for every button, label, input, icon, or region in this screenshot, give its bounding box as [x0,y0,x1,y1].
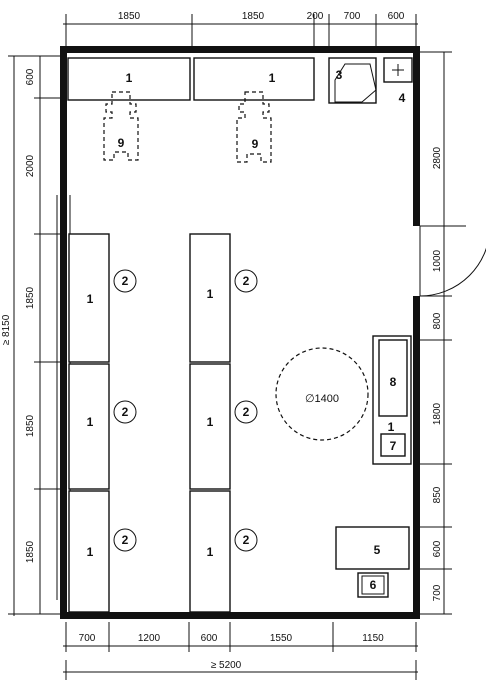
dimension-bottom: 700 1200 600 1550 1150 ≥ 5200 [63,622,418,680]
chair-label: 6 [370,578,377,592]
marker-left-2 [113,400,137,424]
basin: 4 [383,57,413,105]
marker-mid-2 [234,400,258,424]
desk: 5 [335,526,410,570]
stool-right-label: 9 [252,137,259,151]
marker-mid-3-label: 2 [243,533,250,547]
dimension-right: 2800 1000 800 1800 850 600 700 [418,51,452,615]
dim-right-5: 850 [432,486,443,503]
dim-left-1: 600 [25,68,36,85]
dim-bottom-3: 600 [201,633,218,644]
dim-top-1: 1850 [118,11,141,22]
turning-circle-outline [275,347,369,441]
table-mid-2-label: 1 [207,415,214,429]
dim-right-6: 600 [432,540,443,557]
wall-bottom [60,612,420,619]
cabinet-small-box [380,433,406,457]
dim-top-4: 700 [344,11,361,22]
basin-label: 4 [399,91,406,105]
wall-right-lower [413,296,420,619]
table-left-3 [68,490,110,613]
dim-right-3: 800 [432,312,443,329]
stool-right-outline [236,91,272,163]
dim-left-2: 2000 [25,154,36,177]
table-top-right-label: 1 [269,71,276,85]
dim-right-2: 1000 [432,249,443,272]
dim-left-3: 1850 [25,286,36,309]
table-left-1-label: 1 [87,292,94,306]
dim-total-height: ≥ 8150 [1,314,12,345]
dim-bottom-5: 1150 [362,633,384,644]
table-top-left [67,57,191,101]
dim-left-4: 1850 [25,414,36,437]
marker-mid-1 [234,269,258,293]
stool-left-outline [103,91,139,161]
table-left-1 [68,233,110,363]
dim-top-5: 600 [388,11,405,22]
cabinet-small-label: 7 [390,439,397,453]
table-mid-1-label: 1 [207,287,214,301]
chair-inner [361,575,385,595]
marker-mid-1-label: 2 [243,274,250,288]
dim-right-7: 700 [432,584,443,601]
dim-bottom-4: 1550 [270,633,293,644]
table-left-2 [68,363,110,490]
dim-left-5: 1850 [25,540,36,563]
middle-column-tables: 1 1 1 [189,233,231,613]
cabinet-label: 8 [390,375,397,389]
sink-unit: 3 [328,57,377,104]
cabinet-table-label: 1 [388,420,395,434]
table-mid-3-label: 1 [207,545,214,559]
marker-left-1 [113,269,137,293]
dim-top-3: 200 [307,11,324,22]
desk-box [335,526,410,570]
dim-total-width: ≥ 5200 [211,660,242,671]
sink-unit-box [328,57,377,104]
stool-right: 9 [236,91,272,163]
left-column-tables: 1 1 1 [68,233,110,613]
table-mid-2 [189,363,231,490]
dim-right-1: 2800 [432,146,443,169]
wall-top [60,46,420,53]
chair-outer [357,572,389,598]
top-tables: 1 1 [67,57,315,101]
marker-mid-3 [234,528,258,552]
marker-mid-2-label: 2 [243,405,250,419]
wall-left [60,46,67,619]
table-left-2-label: 1 [87,415,94,429]
table-top-right [193,57,315,101]
turning-circle: ∅1400 [275,347,369,441]
cabinet-8: 8 1 7 [372,335,412,465]
marker-left-2-label: 2 [122,405,129,419]
seat-markers: 2 2 2 2 2 2 [113,269,258,552]
door-swing-arc [419,247,486,297]
table-left-3-label: 1 [87,545,94,559]
turning-circle-label: ∅1400 [305,393,339,405]
table-top-left-label: 1 [126,71,133,85]
sink-unit-label: 3 [336,68,343,82]
cabinet-inner [378,339,408,417]
dim-bottom-1: 700 [79,633,96,644]
dim-bottom-2: 1200 [138,633,161,644]
marker-left-3-label: 2 [122,533,129,547]
table-mid-1 [189,233,231,363]
dimension-top: 1850 1850 200 700 600 [63,11,418,50]
wall-right-upper [413,46,420,226]
desk-label: 5 [374,543,381,557]
dim-top-2: 1850 [242,11,265,22]
table-mid-3 [189,490,231,613]
dim-right-4: 1800 [432,402,443,425]
marker-left-1-label: 2 [122,274,129,288]
dimension-left: 600 2000 1850 1850 1850 ≥ 8150 [1,55,62,616]
door [419,225,486,297]
sink-unit-inner [334,63,377,103]
stool-left: 9 [103,91,139,161]
marker-left-3 [113,528,137,552]
stool-left-label: 9 [118,136,125,150]
chair: 6 [357,572,389,598]
